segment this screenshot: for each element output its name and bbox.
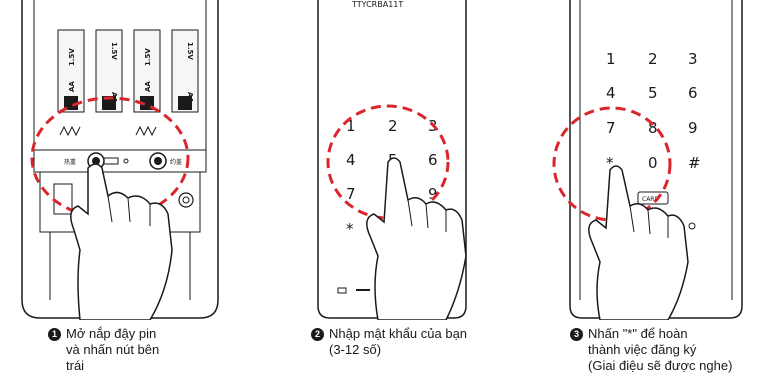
step1-caption-line1: Mở nắp đậy pin — [66, 326, 156, 341]
step2-caption: 2 Nhập mật khẩu của bạn (3-12 số) — [311, 326, 511, 358]
step2-caption-line2: (3-12 số) — [311, 342, 511, 358]
key-star[interactable]: * — [346, 220, 354, 238]
step1-illustration: AA 1.5V AA 1.5V AA 1.5V AA 1.5V 热重 约盖 — [0, 0, 240, 320]
step2-number-badge: 2 — [311, 328, 324, 341]
battery-label-4: 1.5V — [110, 42, 118, 60]
key-4[interactable]: 4 — [606, 84, 616, 102]
key-7[interactable]: 7 — [346, 185, 356, 203]
key-7[interactable]: 7 — [606, 119, 616, 137]
battery-label-1: AA — [68, 81, 76, 92]
key-2[interactable]: 2 — [388, 117, 398, 135]
key-4[interactable]: 4 — [346, 151, 356, 169]
pointing-hand — [71, 164, 172, 320]
key-6[interactable]: 6 — [688, 84, 698, 102]
key-6[interactable]: 6 — [428, 151, 438, 169]
step1-caption-line3: trái — [48, 358, 238, 374]
step2-caption-line1: Nhập mật khẩu của bạn — [329, 326, 467, 341]
step1-caption: 1 Mở nắp đậy pin và nhấn nút bên trái — [48, 326, 238, 374]
header-text: TTYCRBA11T — [351, 0, 403, 9]
step3-number-badge: 3 — [570, 328, 583, 341]
step3-caption-line2: thành việc đăng ký — [570, 342, 762, 358]
key-5[interactable]: 5 — [648, 84, 658, 102]
step1-caption-line2: và nhấn nút bên — [48, 342, 238, 358]
key-0[interactable]: 0 — [648, 154, 658, 172]
step3-caption: 3 Nhấn "*" để hoàn thành việc đăng ký (Gi… — [570, 326, 762, 374]
battery-label-2: 1.5V — [68, 48, 76, 66]
key-1[interactable]: 1 — [606, 50, 616, 68]
battery-label-8: 1.5V — [186, 42, 194, 60]
key-hash[interactable]: # — [688, 154, 701, 172]
battery-label-7: AA — [186, 92, 194, 103]
step3-caption-line3: (Giai điệu sẽ được nghe) — [570, 358, 762, 374]
button-label-right: 约盖 — [170, 158, 182, 166]
pointing-hand — [589, 166, 688, 320]
step2-illustration: TTYCRBA11T 1 2 3 4 5 6 7 8 9 * CA 9V — [260, 0, 510, 320]
battery-label-5: AA — [144, 81, 152, 92]
battery-label-6: 1.5V — [144, 48, 152, 66]
button-label-left: 热重 — [64, 158, 76, 166]
step3-illustration: 1 2 3 4 5 6 7 8 9 * 0 # CARD — [530, 0, 763, 320]
pointing-hand — [367, 158, 466, 320]
step3-caption-line1: Nhấn "*" để hoàn — [588, 326, 688, 341]
key-3[interactable]: 3 — [688, 50, 698, 68]
key-9[interactable]: 9 — [688, 119, 698, 137]
step1-number-badge: 1 — [48, 328, 61, 341]
key-2[interactable]: 2 — [648, 50, 658, 68]
